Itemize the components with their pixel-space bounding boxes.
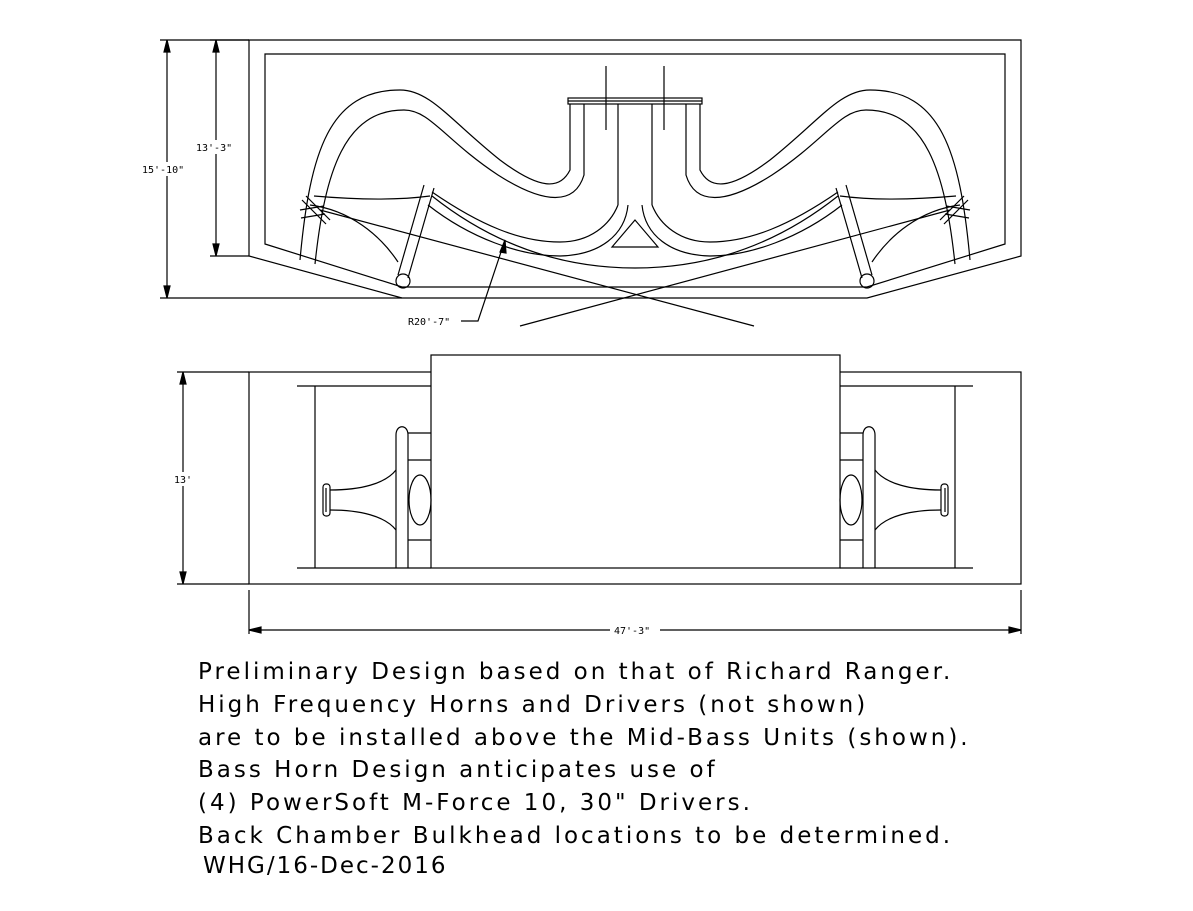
plan-inner-outline bbox=[264, 53, 1006, 288]
radius-leader: R20'-7" bbox=[408, 239, 507, 328]
dim-overall-height-label: 15'-10" bbox=[142, 165, 184, 176]
right-horn-outer bbox=[699, 89, 971, 261]
right-driver-elevation bbox=[839, 426, 949, 568]
lower-horn-wall-left bbox=[431, 191, 619, 243]
lower-horn-wall-right bbox=[651, 191, 839, 243]
plan-outer-outline bbox=[248, 39, 1022, 299]
radius-label: R20'-7" bbox=[408, 317, 450, 328]
design-notes: Preliminary Design based on that of Rich… bbox=[198, 656, 971, 853]
right-driver-assembly bbox=[835, 184, 971, 289]
dim-inner-height-label: 13'-3" bbox=[196, 143, 232, 154]
central-throat bbox=[567, 66, 703, 248]
right-horn-inner bbox=[685, 104, 956, 265]
left-driver-pivot bbox=[395, 273, 411, 289]
dim-elevation-width: 47'-3" bbox=[248, 590, 1022, 637]
dim-elevation-height: 13' bbox=[172, 371, 249, 585]
note-line: High Frequency Horns and Drivers (not sh… bbox=[198, 691, 869, 718]
left-driver-elevation bbox=[322, 426, 432, 568]
left-horn-outer bbox=[299, 89, 571, 261]
dim-elevation-height-label: 13' bbox=[174, 475, 192, 486]
right-driver-pivot bbox=[859, 273, 875, 289]
centerline-left bbox=[319, 209, 755, 327]
note-line: Preliminary Design based on that of Rich… bbox=[198, 659, 954, 685]
note-line: Back Chamber Bulkhead locations to be de… bbox=[198, 822, 954, 849]
left-horn-inner bbox=[314, 104, 585, 265]
note-line: Bass Horn Design anticipates use of bbox=[198, 757, 718, 784]
drawing-signature: WHG/16-Dec-2016 bbox=[203, 853, 448, 879]
dim-inner-height: 13'-3" bbox=[194, 39, 249, 257]
lower-horn-wall-left-2 bbox=[427, 204, 629, 257]
left-driver-assembly bbox=[299, 184, 435, 289]
dim-elevation-width-label: 47'-3" bbox=[614, 626, 650, 637]
note-line: are to be installed above the Mid-Bass U… bbox=[198, 724, 971, 751]
plan-view: 15'-10" 13'-3" bbox=[140, 39, 1022, 328]
right-driver-cone bbox=[839, 474, 863, 526]
centerline-right bbox=[519, 209, 951, 327]
note-line: (4) PowerSoft M-Force 10, 30" Drivers. bbox=[198, 790, 753, 817]
lower-horn-wall-right-2 bbox=[641, 204, 843, 257]
center-box bbox=[430, 354, 841, 569]
elevation-view: 13' 47'-3" bbox=[172, 354, 1022, 637]
left-driver-cone bbox=[408, 474, 432, 526]
throat-wedge bbox=[610, 219, 660, 248]
radius-arc bbox=[431, 195, 839, 269]
dim-overall-height: 15'-10" bbox=[140, 39, 402, 299]
